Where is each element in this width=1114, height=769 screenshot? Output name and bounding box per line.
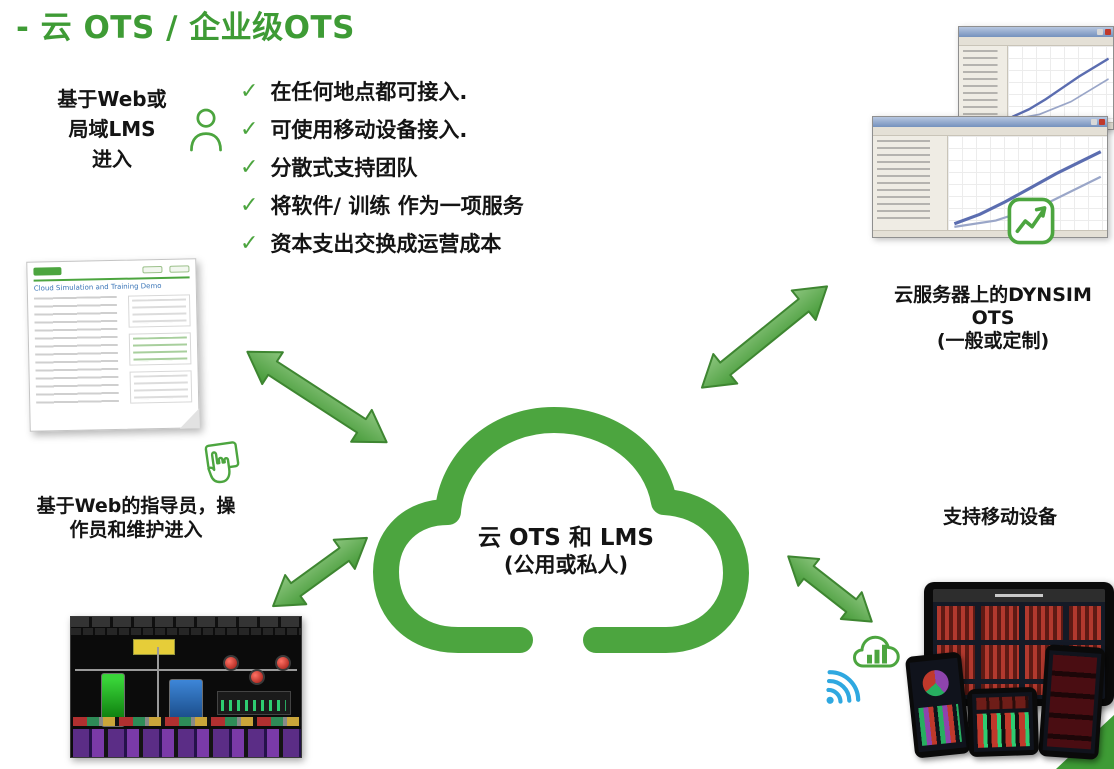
tablet-app-header	[933, 589, 1105, 602]
instructor-access-label: 基于Web的指导员，操 作员和维护进入	[30, 494, 242, 542]
phone-screen	[1042, 650, 1102, 754]
phone-device-left	[904, 651, 972, 759]
bar-chart-graphic	[976, 712, 1030, 748]
page-fold-corner	[179, 408, 200, 429]
lms-divider	[33, 276, 190, 282]
arrow-cloud-mobile	[787, 555, 873, 623]
tablet-app-title-bar	[995, 594, 1043, 597]
dynsim-caption-line-2: OTS	[971, 307, 1015, 329]
lms-header-button	[142, 265, 163, 273]
pie-chart-graphic	[921, 668, 950, 698]
mobile-support-label: 支持移动设备	[942, 506, 1057, 528]
page-title: - 云 OTS / 企业级OTS	[16, 10, 356, 46]
ops-pipe	[157, 647, 159, 723]
phone-device-center	[966, 686, 1040, 758]
ops-toolbar	[71, 617, 301, 627]
check-icon: ✓	[240, 155, 259, 180]
instructor-line-2: 作员和维护进入	[69, 519, 203, 541]
window-tree-panel	[873, 136, 948, 230]
ops-gauge	[249, 669, 265, 685]
window-statusbar	[873, 230, 1107, 237]
ops-indicator-panel	[217, 691, 291, 715]
phone-screen	[909, 657, 967, 753]
arrow-operator-cloud	[272, 536, 368, 608]
benefit-text: 资本支出交换成运营成本	[270, 232, 502, 256]
window-titlebar	[959, 27, 1113, 37]
cloud-shape	[373, 407, 749, 653]
trend-chart-icon	[1007, 197, 1055, 245]
benefit-text: 分散式支持团队	[270, 156, 418, 180]
window-body	[959, 46, 1113, 122]
check-icon: ✓	[240, 79, 259, 104]
dynsim-caption: 云服务器上的DYNSIM OTS (一般或定制)	[872, 284, 1114, 353]
person-icon	[190, 108, 222, 152]
web-access-line-1: 基于Web或	[57, 87, 167, 111]
cloud-label-line-2: (公用或私人)	[503, 553, 629, 577]
lms-logo	[33, 267, 62, 276]
chart-row-graphic	[976, 696, 1029, 710]
dynsim-caption-line-1: 云服务器上的DYNSIM	[894, 284, 1092, 306]
window-toolbar	[959, 37, 1113, 46]
dynsim-caption-line-3: (一般或定制)	[936, 330, 1050, 352]
operator-ui-screenshot	[70, 616, 302, 758]
benefit-item: ✓ 在任何地点都可接入.	[240, 79, 524, 105]
ops-gauge	[223, 655, 239, 671]
benefit-item: ✓ 资本支出交换成运营成本	[240, 231, 524, 257]
lms-sidebar-box	[127, 294, 191, 328]
arrow-lms-cloud	[246, 350, 388, 444]
window-tree-panel	[959, 46, 1009, 122]
dynsim-window-back	[958, 26, 1114, 130]
lms-sidebar-box	[128, 332, 192, 366]
ops-indicator-row	[73, 717, 301, 726]
lms-sidebar	[127, 294, 193, 409]
cloud-label: 云 OTS 和 LMS (公用或私人)	[416, 524, 716, 578]
web-access-line-3: 进入	[92, 147, 132, 171]
ops-gauge	[275, 655, 291, 671]
benefit-text: 将软件/ 训练 作为一项服务	[270, 194, 524, 218]
lms-header-spacer	[65, 270, 135, 271]
wifi-icon	[826, 670, 861, 704]
chart-rows-graphic	[1046, 654, 1098, 750]
web-access-label: 基于Web或 局域LMS 进入	[34, 84, 190, 174]
check-icon: ✓	[240, 193, 259, 218]
minimize-icon	[1097, 29, 1103, 35]
benefit-text: 在任何地点都可接入.	[270, 80, 468, 104]
bar-chart-graphic	[918, 703, 962, 746]
hand-card-icon	[204, 441, 240, 484]
close-icon	[1105, 29, 1111, 35]
benefit-item: ✓ 可使用移动设备接入.	[240, 117, 524, 143]
cloud-label-line-1: 云 OTS 和 LMS	[478, 525, 654, 551]
arrow-cloud-dynsim	[700, 285, 829, 389]
check-icon: ✓	[240, 231, 259, 256]
lms-sidebar-box	[129, 370, 193, 404]
check-icon: ✓	[240, 117, 259, 142]
ops-alarm-box	[133, 639, 175, 655]
trend-line	[1012, 57, 1110, 121]
benefit-text: 可使用移动设备接入.	[270, 118, 468, 142]
close-icon	[1099, 119, 1105, 125]
window-body	[873, 136, 1107, 230]
lms-page-heading: Cloud Simulation and Training Demo	[33, 281, 162, 293]
ops-faceplate-row	[73, 729, 301, 757]
benefit-item: ✓ 分散式支持团队	[240, 155, 524, 181]
cloud-bars-icon	[853, 635, 900, 668]
lms-header	[33, 264, 190, 276]
phone-screen	[972, 691, 1034, 753]
trend-chart-area	[1008, 46, 1113, 122]
benefits-list: ✓ 在任何地点都可接入. ✓ 可使用移动设备接入. ✓ 分散式支持团队 ✓ 将软…	[240, 80, 524, 270]
lms-text-lines	[33, 295, 124, 408]
ops-toolbar-secondary	[71, 628, 301, 635]
instructor-line-1: 基于Web的指导员，操	[36, 495, 236, 517]
dynsim-window-front	[872, 116, 1108, 238]
web-access-line-2: 局域LMS	[68, 117, 156, 141]
lms-screenshot: Cloud Simulation and Training Demo	[26, 258, 200, 432]
window-toolbar	[873, 127, 1107, 136]
phone-device-right	[1038, 644, 1106, 760]
window-titlebar	[873, 117, 1107, 127]
minimize-icon	[1091, 119, 1097, 125]
ops-pipe	[75, 669, 297, 671]
lms-content	[33, 294, 193, 411]
benefit-item: ✓ 将软件/ 训练 作为一项服务	[240, 193, 524, 219]
lms-header-button	[169, 264, 190, 273]
